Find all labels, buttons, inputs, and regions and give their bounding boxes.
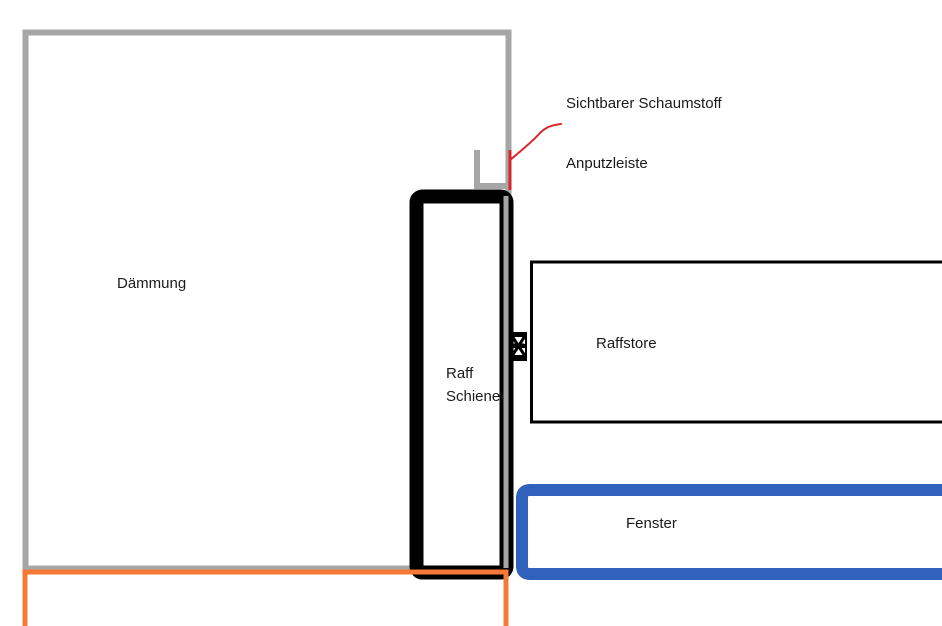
foam-pointer-line [509,123,562,161]
fenster-label: Fenster [626,515,677,532]
insulation-box [22,29,512,572]
raffstore-box [530,260,942,424]
raffstore-label: Raffstore [596,335,657,352]
schaumstoff-label: Sichtbarer Schaumstoff [566,95,722,112]
anputzleiste-label: Anputzleiste [566,155,648,172]
fenster-box [516,484,942,580]
raff-label-line2: Schiene [446,388,500,405]
bottom-orange-outline [22,569,509,626]
raff-label-line1: Raff [446,365,474,382]
daemmung-label: Dämmung [117,275,186,292]
raff-schiene-rail [409,189,514,580]
rail-connector [510,332,527,361]
anputzleiste-profile [474,150,509,189]
